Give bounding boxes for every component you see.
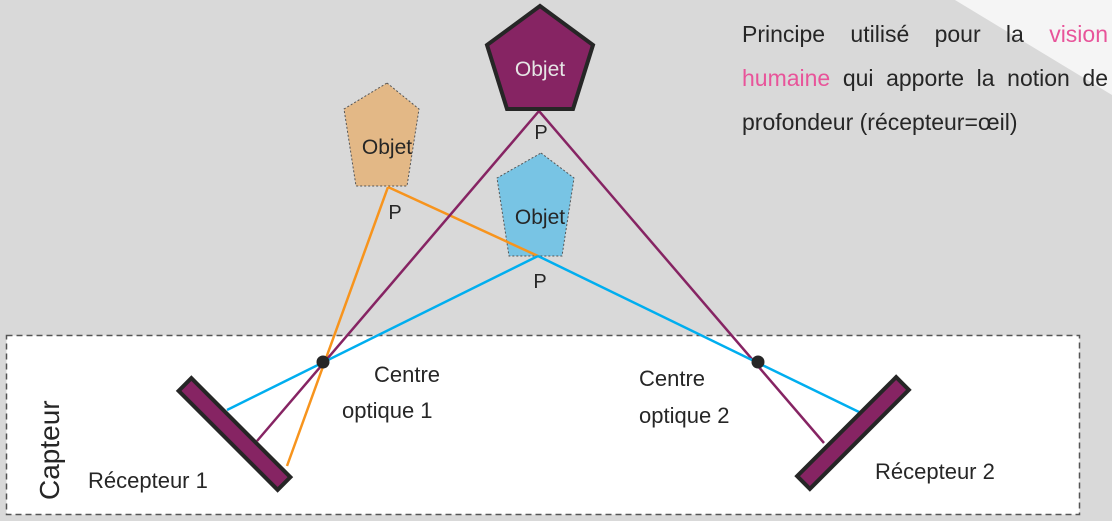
capteur-box — [5, 334, 1081, 516]
ray-near-to-receptor-2 — [537, 254, 860, 414]
corner-decoration — [955, 0, 1112, 95]
optical-center-2-label-line2: optique 2 — [639, 403, 730, 428]
receptor-2-label: Récepteur 2 — [875, 459, 995, 484]
optical-center-1-dot — [316, 355, 330, 369]
ray-left-to-near-point — [387, 185, 539, 258]
optical-center-1-label-line2: optique 1 — [342, 398, 433, 423]
point-left-label: P — [388, 202, 401, 224]
receptor-2 — [794, 374, 912, 492]
point-near-label: P — [533, 271, 546, 293]
receptor-1-label: Récepteur 1 — [88, 468, 208, 493]
optical-center-1-label-line1: Centre — [374, 362, 441, 387]
object-left-label: Objet — [362, 136, 412, 159]
ray-near-to-receptor-1 — [226, 254, 539, 412]
object-left-shape — [343, 82, 420, 187]
description-highlight: vision humaine — [742, 21, 1108, 91]
point-far-label: P — [534, 122, 547, 144]
description-suffix: qui apporte la notion de profondeur (réc… — [742, 65, 1108, 135]
capteur-label: Capteur — [34, 400, 65, 500]
optical-center-2-label-line1: Centre — [639, 366, 706, 391]
receptor-1 — [175, 375, 294, 493]
object-near-shape — [496, 152, 575, 257]
ray-far-to-receptor-2 — [538, 110, 825, 444]
object-far-shape — [484, 3, 596, 111]
object-near-label: Objet — [515, 206, 565, 229]
description-prefix: Principe utilisé pour la — [742, 21, 1050, 47]
object-far-label: Objet — [515, 58, 565, 81]
ray-far-to-receptor-1 — [256, 110, 540, 442]
ray-left-to-receptor-1 — [285, 186, 390, 467]
description-text: Principe utilisé pour la vision humaine … — [742, 12, 1108, 144]
optical-center-2-dot — [751, 355, 765, 369]
